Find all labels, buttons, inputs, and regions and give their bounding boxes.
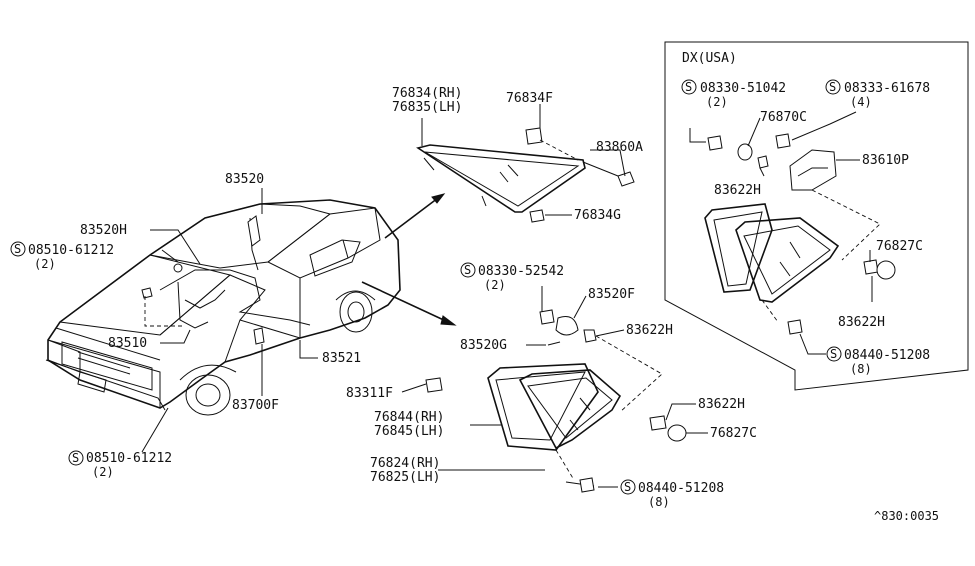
inset-dx-usa [664,41,969,391]
label-screw-d-qty: (8) [648,495,670,509]
label-screw-a-code: 08510-61212 [28,243,114,258]
symbol-letter: S [685,80,692,94]
screw-symbol-s [460,262,476,278]
label-76844-rh: 76844(RH) [374,410,444,425]
label-83311F: 83311F [346,386,393,401]
arrow-to-lower-glass [361,281,457,326]
label-83622H-inset-a: 83622H [714,183,761,198]
label-83622H-a: 83622H [626,323,673,338]
symbol-letter: S [830,347,837,361]
lower-quarter-glass [401,286,708,493]
label-screw-d-code: 08440-51208 [638,481,724,496]
label-83610P: 83610P [862,153,909,168]
car-illustration [45,199,401,416]
label-83510: 83510 [108,336,147,351]
screw-symbol-s [620,479,636,495]
inset-title: DX(USA) [682,51,737,66]
label-76824-rh: 76824(RH) [370,456,440,471]
label-screw-f-qty: (4) [850,95,872,109]
screw-symbol-s [681,79,697,95]
label-screw-b-qty: (2) [92,465,114,479]
label-76827C-inset: 76827C [876,239,923,254]
diagram-reference: ^830:0035 [874,509,939,523]
label-screw-e-code: 08330-51042 [700,81,786,96]
label-83520H: 83520H [80,223,127,238]
label-screw-g-code: 08440-51208 [844,348,930,363]
label-screw-a-qty: (2) [34,257,56,271]
label-76835-lh: 76835(LH) [392,100,462,115]
screw-symbol-s [826,346,842,362]
label-83860A: 83860A [596,140,643,155]
label-screw-b-code: 08510-61212 [86,451,172,466]
label-screw-c-code: 08330-52542 [478,264,564,279]
label-76834-rh: 76834(RH) [392,86,462,101]
label-83520G: 83520G [460,338,507,353]
label-76834F: 76834F [506,91,553,106]
label-screw-e-qty: (2) [706,95,728,109]
label-76845-lh: 76845(LH) [374,424,444,439]
screw-symbol-s [825,79,841,95]
label-screw-c-qty: (2) [484,278,506,292]
label-76825-lh: 76825(LH) [370,470,440,485]
label-83520F: 83520F [588,287,635,302]
label-76870C: 76870C [760,110,807,125]
arrow-to-upper-glass [384,193,446,239]
label-83622H-inset-b: 83622H [838,315,885,330]
label-screw-f-code: 08333-61678 [844,81,930,96]
screw-symbol-s [10,241,26,257]
screw-symbol-s [68,450,84,466]
label-76827C: 76827C [710,426,757,441]
symbol-letter: S [624,480,631,494]
symbol-letter: S [829,80,836,94]
label-83622H-b: 83622H [698,397,745,412]
label-76834G: 76834G [574,208,621,223]
symbol-letter: S [464,263,471,277]
upper-quarter-glass [416,104,635,223]
symbol-letter: S [14,242,21,256]
label-83521: 83521 [322,351,361,366]
label-83700F: 83700F [232,398,279,413]
label-screw-g-qty: (8) [850,362,872,376]
label-83520: 83520 [225,172,264,187]
symbol-letter: S [72,451,79,465]
